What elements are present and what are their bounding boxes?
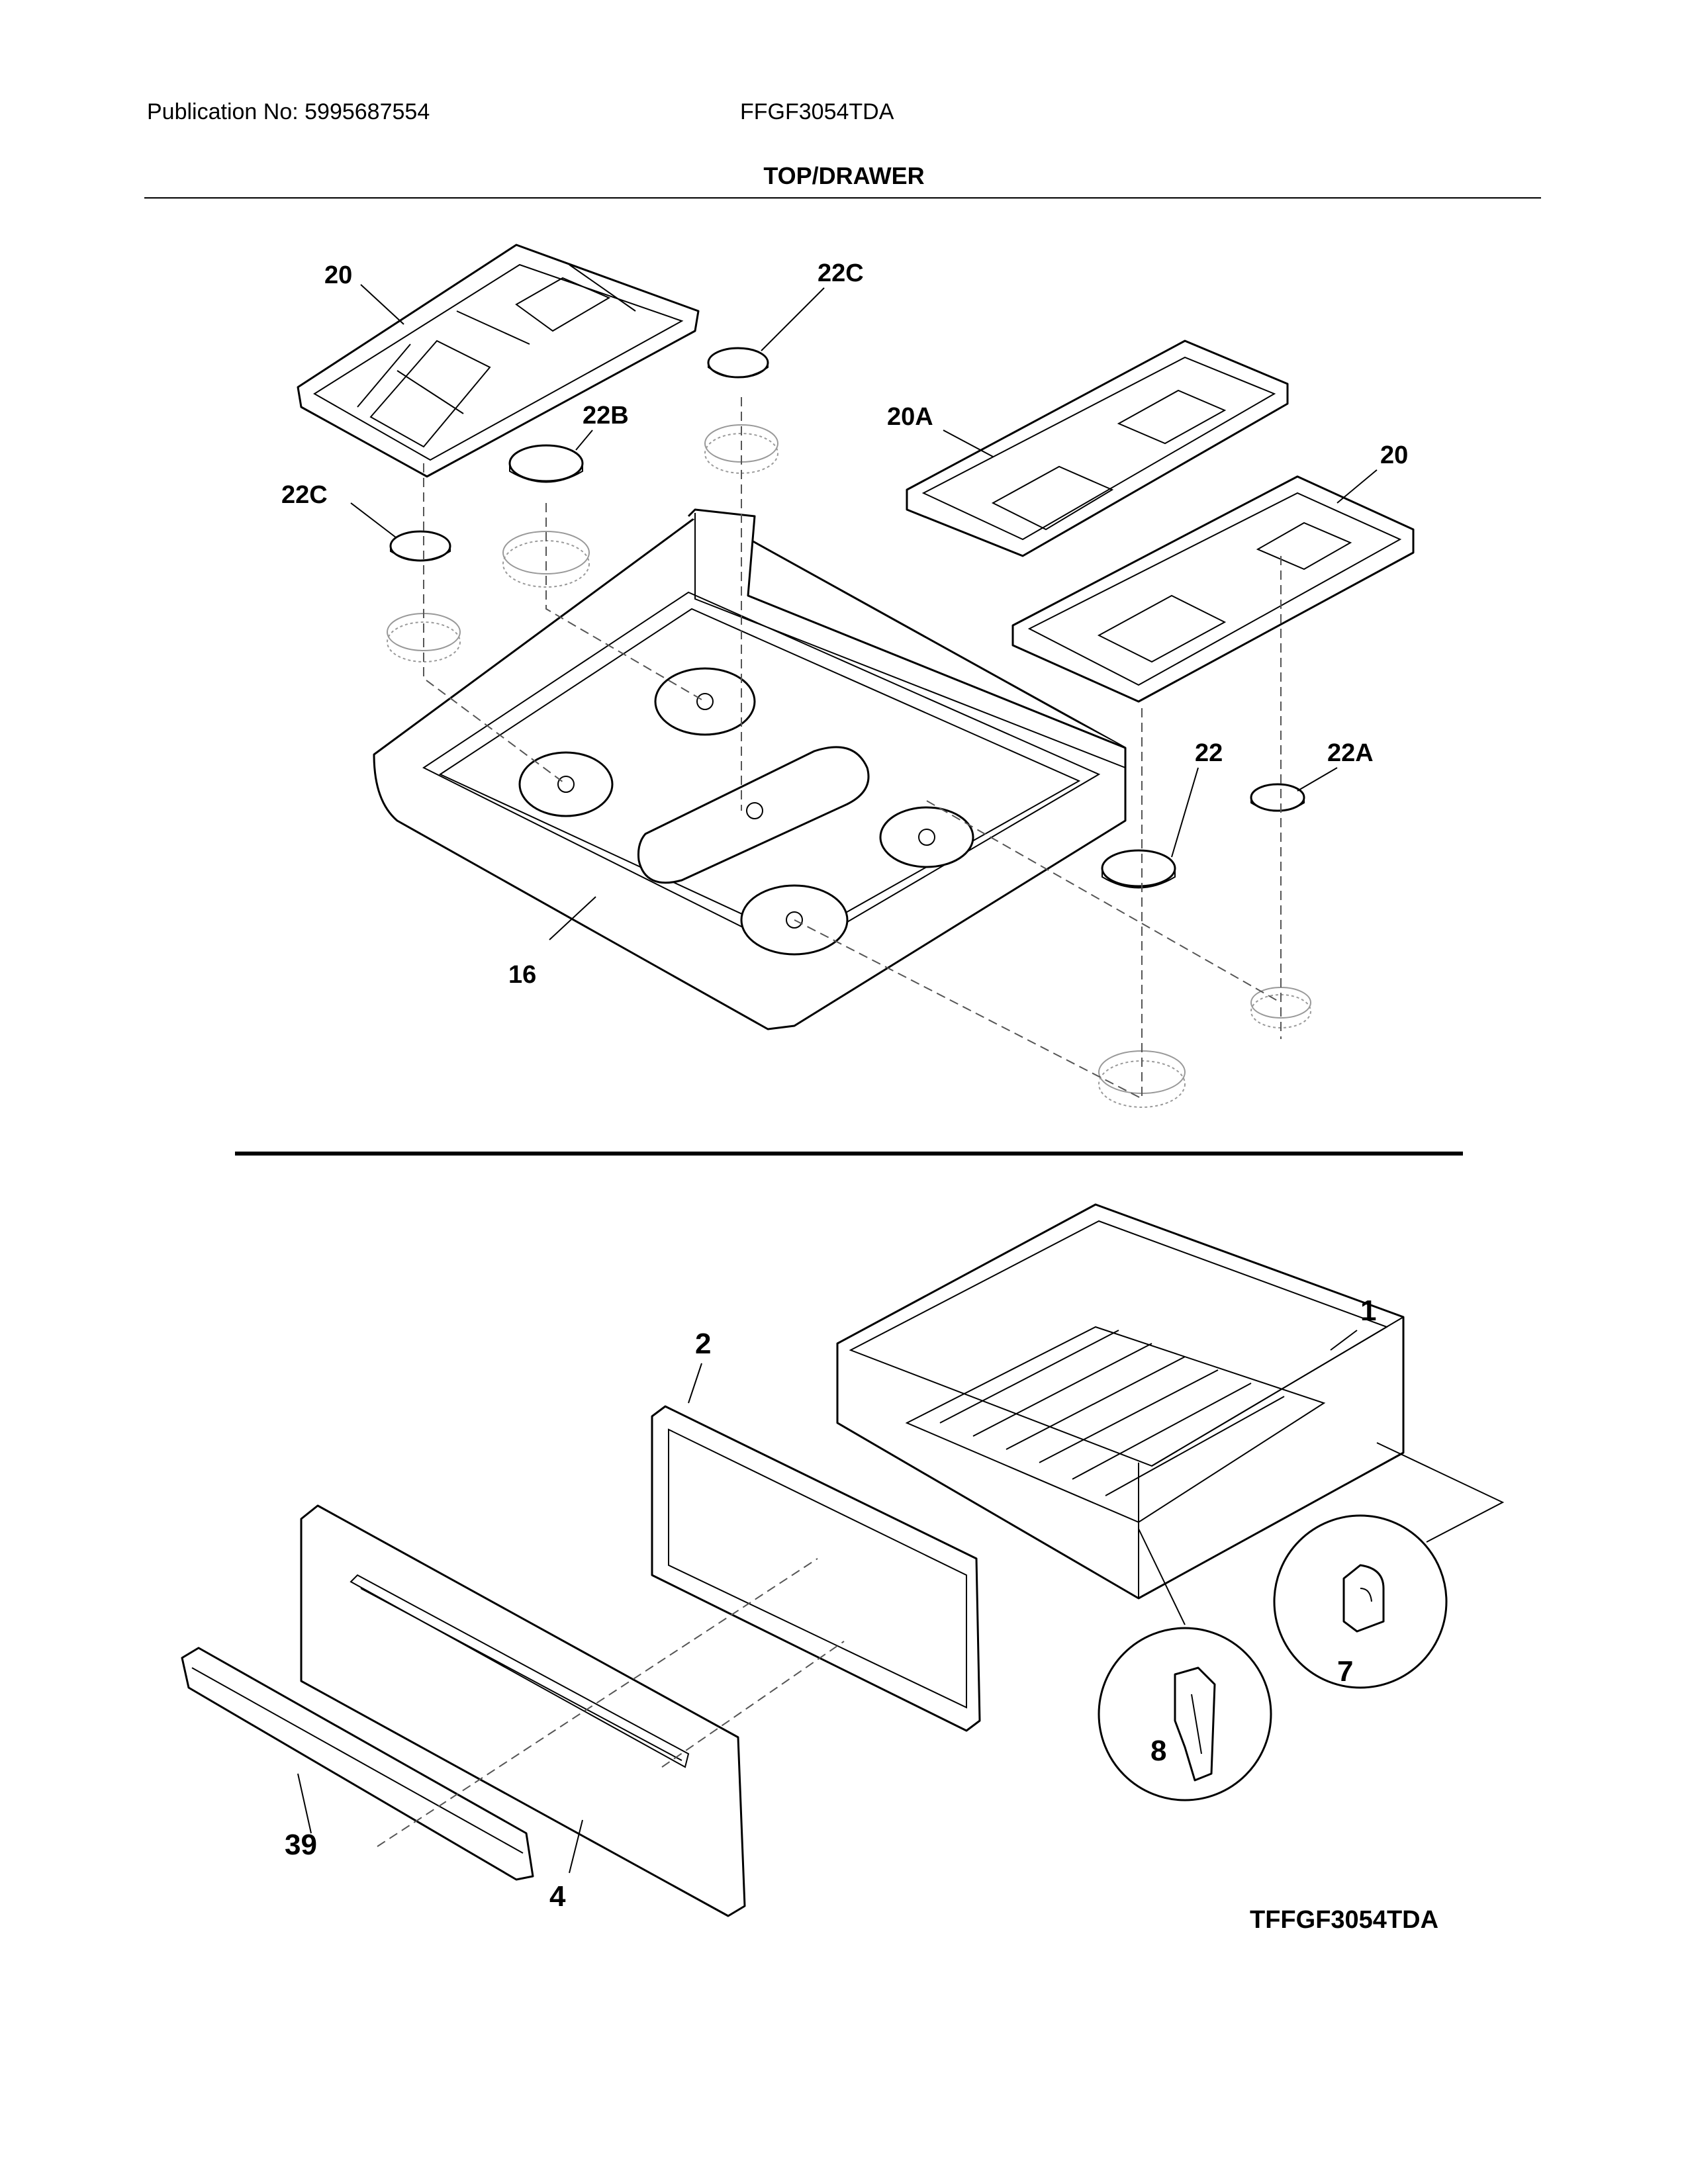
callout-20A: 20A [887,403,933,431]
callout-8: 8 [1150,1735,1166,1767]
drawer-handle-39 [181,1647,534,1881]
alignment-lines-lower [377,1558,845,1847]
grate-20A-right [906,340,1289,557]
callout-39: 39 [285,1829,317,1861]
burner-cap-22B [508,444,584,483]
callout-20-left: 20 [324,261,352,289]
callout-20-right: 20 [1380,441,1408,469]
detail-leader-lines [1138,1442,1505,1625]
drawer-front-4 [300,1504,746,1917]
callout-1: 1 [1360,1295,1376,1327]
burner-cap-22A [1250,783,1305,812]
burner-cap-22 [1101,849,1176,889]
callout-22C-top: 22C [818,259,864,287]
grate-20-left [297,244,700,478]
callout-2: 2 [695,1328,711,1360]
callout-7: 7 [1337,1655,1353,1688]
callout-22A: 22A [1327,739,1374,767]
callout-16: 16 [508,961,536,989]
publication-number: Publication No: 5995687554 [147,99,430,124]
burner-heads [387,424,1311,1108]
section-title: TOP/DRAWER [763,162,925,189]
model-number: FFGF3054TDA [740,99,894,124]
callout-22B: 22B [583,402,629,430]
diagram-code: TFFGF3054TDA [1250,1906,1439,1934]
drawer-body-1 [836,1203,1405,1600]
grate-20-right [1011,475,1415,703]
detail-circle-7 [1273,1514,1448,1689]
header-divider [144,197,1541,199]
burner-cap-22C-top [707,347,769,379]
callout-4: 4 [549,1880,566,1913]
callout-22C-left: 22C [281,481,328,509]
callout-22: 22 [1195,739,1223,767]
burner-cap-22C-left [389,530,451,562]
drawer-panel-2 [651,1405,981,1732]
callout-leaders [297,284,1378,1874]
alignment-lines-upper [423,397,1282,1099]
detail-circle-8 [1098,1627,1272,1801]
cooktop-16 [373,508,1127,1030]
